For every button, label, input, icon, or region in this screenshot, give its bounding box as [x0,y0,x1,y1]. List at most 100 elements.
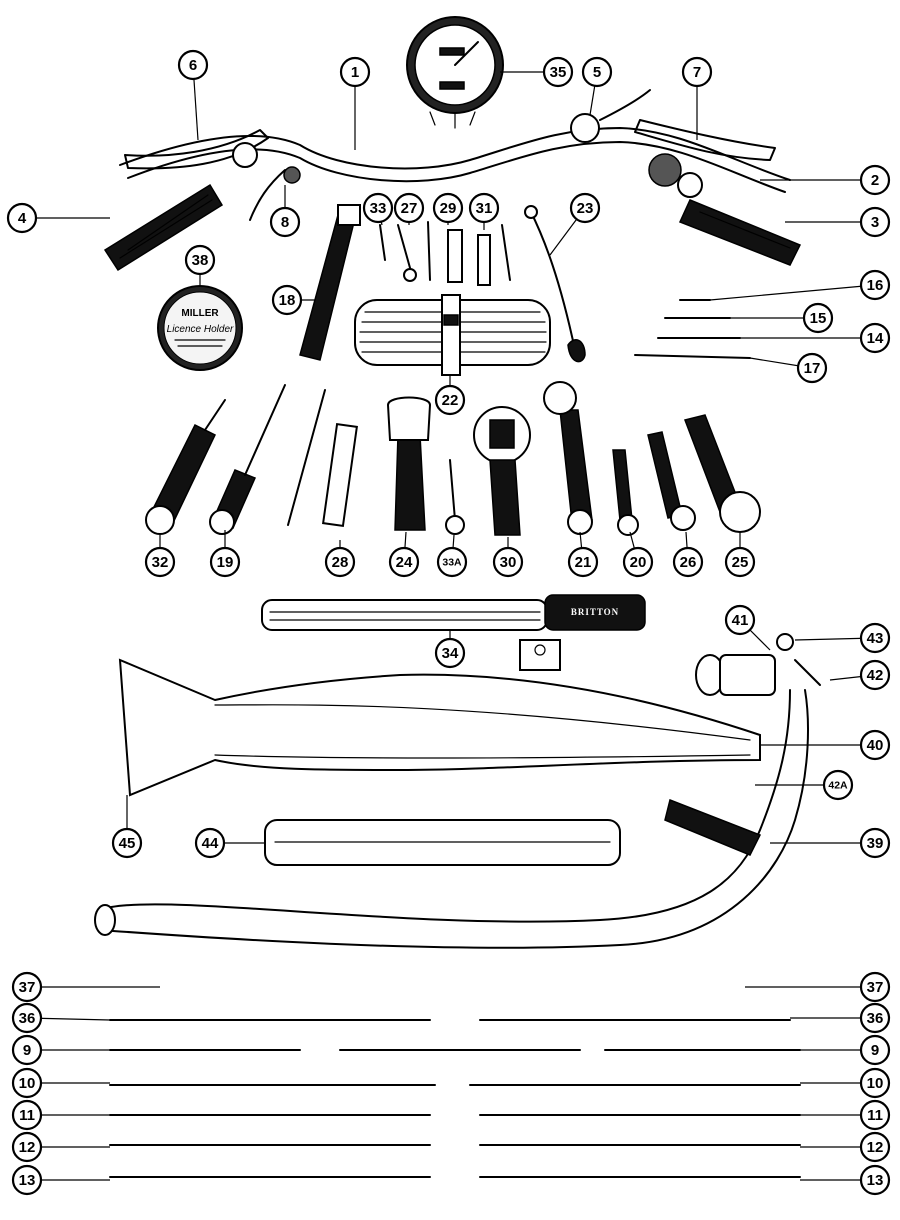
callout-circle [194,827,226,859]
callout-number: 21 [575,554,592,571]
callout-16: 16 [709,269,891,301]
box-spanner-18 [299,204,361,361]
callout-number: 33A [442,557,462,569]
callout-circle [859,1002,891,1034]
callout-circle [724,604,756,636]
callout-circle [144,546,176,578]
callout-18: 18 [271,284,315,316]
leader-line [709,284,876,301]
callout-circle [859,1067,891,1099]
licence-brand: MILLER [181,308,219,319]
callout-number: 42 [867,667,884,684]
callout-circle [681,56,713,88]
callout-22: 22 [434,375,466,416]
callout-circle [859,1131,891,1163]
callout-circle [434,637,466,669]
callout-24: 24 [388,531,420,578]
callout-circle [802,302,834,334]
callout-circle [11,1002,43,1034]
spanner-20 [612,449,639,536]
callout-4: 4 [6,202,110,234]
callout-circle [622,546,654,578]
callout-number: 27 [401,200,418,217]
callout-43: 43 [794,622,891,654]
screwdriver-19 [209,384,286,535]
bracket-39 [664,798,762,856]
tube-spanner-31 [477,224,511,286]
callout-circle [581,56,613,88]
callout-circle [859,1099,891,1131]
callout-circle [11,971,43,1003]
callout-circle [269,206,301,238]
callout-37: 37 [11,971,160,1003]
callout-12: 12 [11,1131,110,1163]
callout-number: 1 [351,64,359,81]
callout-23: 23 [549,192,601,256]
tool-roll [354,294,551,376]
callout-circle [6,202,38,234]
callout-17: 17 [749,352,828,384]
callout-number: 17 [804,360,821,377]
callout-circle [11,1034,43,1066]
callout-number: 39 [867,835,884,852]
callout-number: 35 [550,64,567,81]
callout-number: 31 [476,200,493,217]
callout-5: 5 [581,56,613,116]
callout-10: 10 [800,1067,891,1099]
callout-number: 19 [217,554,234,571]
callout-number: 9 [871,1042,879,1059]
callout-9: 9 [800,1034,891,1066]
cables [109,1019,801,1178]
callout-circle [432,192,464,224]
callout-number: 14 [867,330,884,347]
callout-number: 11 [19,1107,35,1124]
callout-number: 26 [680,554,697,571]
ring-spanner-21 [543,381,593,535]
callout-number: 12 [19,1139,36,1156]
callout-number: 29 [440,200,457,217]
callout-number: 44 [202,835,219,852]
callout-circle [859,729,891,761]
callout-25: 25 [724,532,756,578]
callout-number: 4 [18,210,27,227]
callout-circle [859,1034,891,1066]
callout-circle [567,546,599,578]
callout-number: 23 [577,200,594,217]
callout-42: 42 [829,659,891,691]
callout-33: 33 [362,192,394,226]
callout-number: 6 [189,57,197,74]
tyre-lever-23 [524,205,586,363]
callout-8: 8 [269,185,301,238]
callout-number: 33 [370,200,387,217]
callout-number: 16 [867,277,884,294]
callout-circle [859,206,891,238]
right-grip [678,199,802,266]
callout-circle [859,322,891,354]
callout-number: 12 [867,1139,884,1156]
clamp-41-43 [695,633,821,696]
callout-circle [436,546,468,578]
callout-number: 9 [23,1042,31,1059]
callout-circle [859,827,891,859]
callout-circle [111,827,143,859]
callout-circle [184,244,216,276]
callout-circle [11,1131,43,1163]
callout-38: 38 [184,244,216,285]
handlebar [119,127,791,193]
licence-title: Licence Holder [167,324,234,335]
callout-number: 34 [442,645,459,662]
left-lever [124,129,301,221]
left-grip [103,183,224,272]
spanner-24 [386,396,432,531]
callout-number: 5 [593,64,601,81]
callout-number: 30 [500,554,517,571]
spanner-25 [683,414,761,533]
callout-circle [859,659,891,691]
callout-14: 14 [740,322,891,354]
callout-number: 45 [119,835,136,852]
tube-spanner-29 [427,221,463,283]
speedometer [406,16,504,129]
callout-circle [434,384,466,416]
callout-10: 10 [11,1067,110,1099]
